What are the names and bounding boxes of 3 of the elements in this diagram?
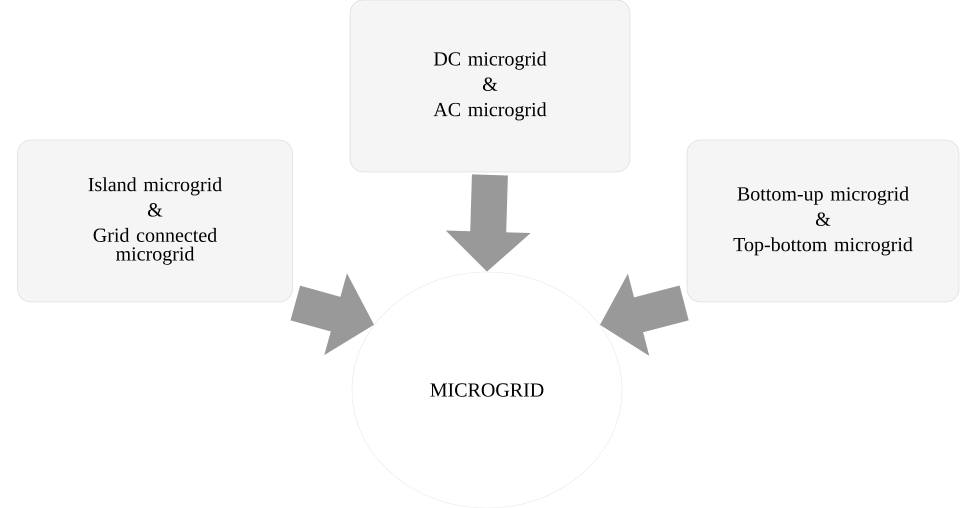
category-box: Island microgrid & Grid connected microgrid	[17, 140, 293, 302]
category-box: Bottom-up microgrid & Top-bottom microgrid	[686, 140, 960, 302]
category-box: DC microgrid & AC microgrid	[350, 0, 630, 172]
